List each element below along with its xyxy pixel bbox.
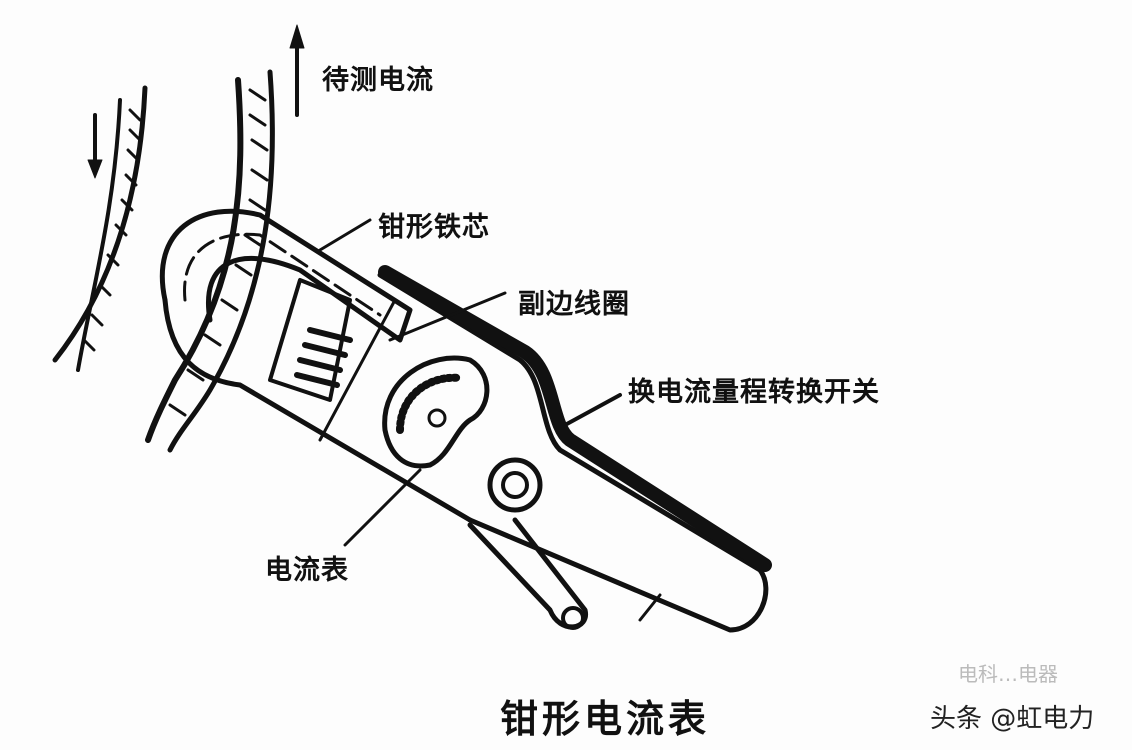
watermark: 头条 @虹电力 bbox=[930, 704, 1095, 734]
label-current-under-test: 待测电流 bbox=[322, 65, 434, 96]
clamp-trigger bbox=[467, 517, 662, 630]
label-clamp-core: 钳形铁芯 bbox=[378, 212, 490, 243]
leader-range-switch bbox=[563, 393, 622, 427]
clamp-core bbox=[159, 208, 473, 523]
watermark-faint: 电科…电器 bbox=[958, 662, 1058, 686]
leader-clamp-core bbox=[318, 218, 372, 252]
label-secondary-coil: 副边线圈 bbox=[518, 289, 630, 320]
leader-secondary-coil bbox=[388, 291, 507, 342]
ammeter-dial bbox=[382, 355, 490, 469]
diagram-title: 钳形电流表 bbox=[500, 697, 711, 741]
conductor-left bbox=[52, 85, 148, 372]
conductor-under-test bbox=[145, 69, 275, 453]
label-ammeter: 电流表 bbox=[265, 555, 349, 586]
arrow-up-icon bbox=[289, 24, 305, 117]
leader-ammeter bbox=[343, 468, 422, 547]
meter-body bbox=[268, 265, 772, 633]
arrow-down-icon bbox=[87, 113, 103, 179]
label-range-switch: 换电流量程转换开关 bbox=[628, 377, 880, 408]
range-switch-knob bbox=[487, 457, 543, 513]
